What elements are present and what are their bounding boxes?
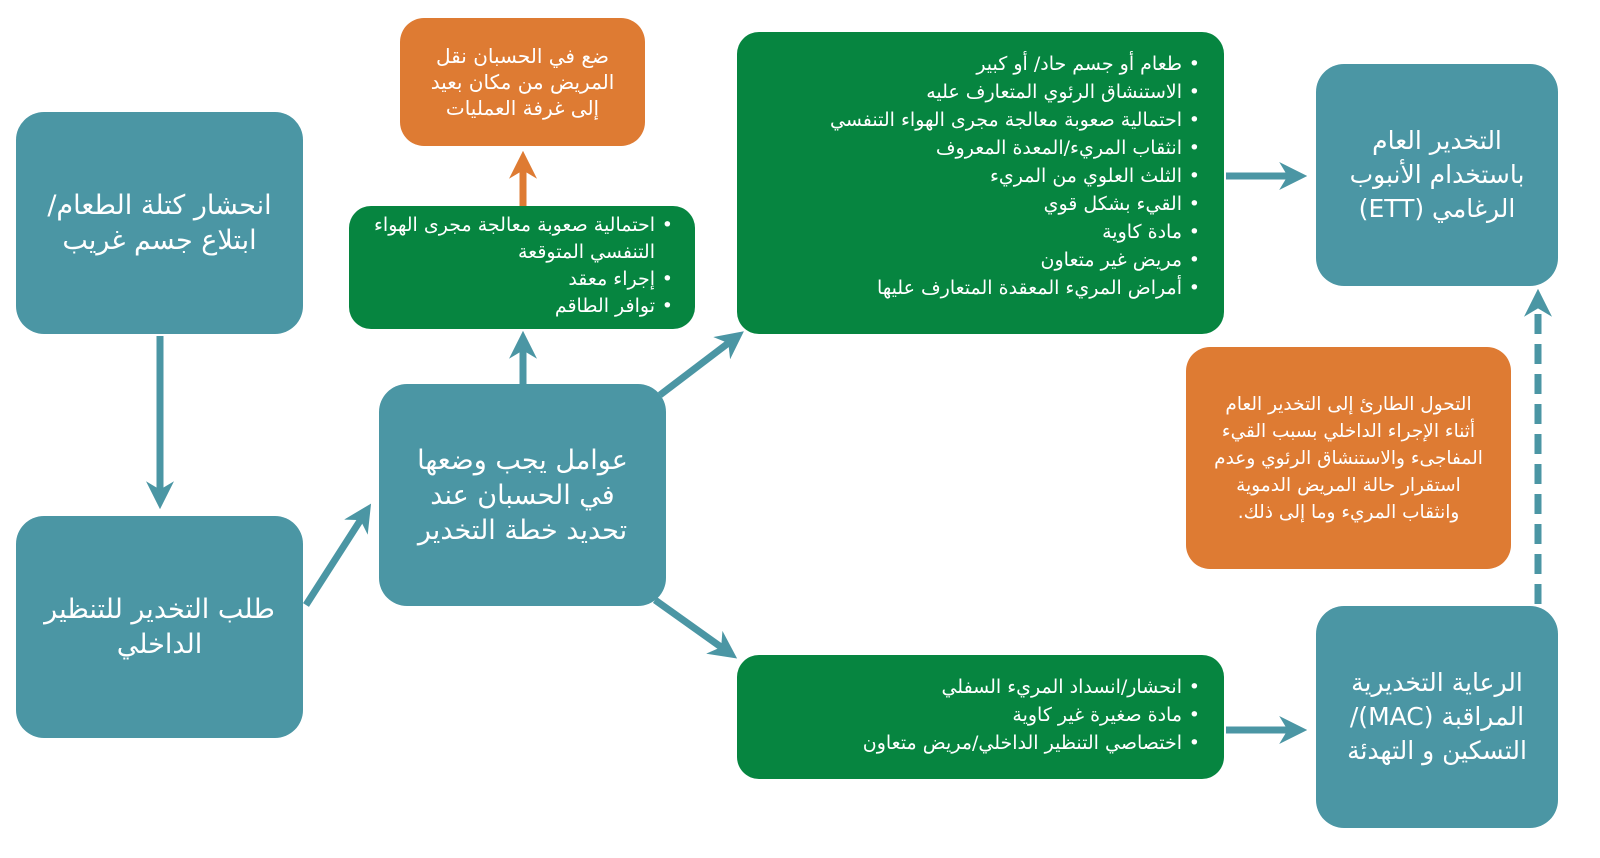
big-green-bullets: طعام أو جسم حاد/ أو كبير الاستنشاق الرئو… [753,50,1202,302]
small-green-item: توافر الطاقم [363,293,675,320]
node-remote-location: ضع في الحسبان نقل المريض من مكان بعيد إل… [400,18,645,146]
big-green-item: الاستنشاق الرئوي المتعارف عليه [753,78,1202,106]
small-green-item: احتمالية صعوبة معالجة مجرى الهواء التنفس… [363,212,675,266]
node-general-ett: التخدير العام باستخدام الأنبوب الرغامي (… [1316,64,1558,286]
node-endoscopy-request: طلب التخدير للتنظير الداخلي [16,516,303,738]
bottom-green-item: انحشار/انسداد المريء السفلي [753,673,1202,701]
node-food-impaction-label: انحشار كتلة الطعام/ابتلاع جسم غريب [47,190,272,256]
big-green-item: القيء بشكل قوي [753,190,1202,218]
node-factors: عوامل يجب وضعها في الحسبان عند تحديد خطة… [379,384,666,606]
node-endoscopy-request-label: طلب التخدير للتنظير الداخلي [44,594,275,660]
node-mac-label: الرعاية التخديرية المراقبة (MAC)/التسكين… [1347,668,1527,765]
bottom-green-bullets: انحشار/انسداد المريء السفلي مادة صغيرة غ… [753,673,1202,757]
big-green-item: الثلث العلوي من المريء [753,162,1202,190]
node-emergency-conversion: التحول الطارئ إلى التخدير العام أثناء ال… [1186,347,1511,569]
arrow-factors-to-bottom-green [652,597,738,659]
arrow-factors-to-big-green [657,331,744,398]
big-green-item: مريض غير متعاون [753,246,1202,274]
node-small-green-list: احتمالية صعوبة معالجة مجرى الهواء التنفس… [349,206,695,329]
node-big-green-list: طعام أو جسم حاد/ أو كبير الاستنشاق الرئو… [737,32,1224,334]
node-general-ett-label: التخدير العام باستخدام الأنبوب الرغامي (… [1349,126,1525,223]
big-green-item: احتمالية صعوبة معالجة مجرى الهواء التنفس… [753,106,1202,134]
node-remote-location-label: ضع في الحسبان نقل المريض من مكان بعيد إل… [430,44,615,120]
node-mac: الرعاية التخديرية المراقبة (MAC)/التسكين… [1316,606,1558,828]
node-bottom-green-list: انحشار/انسداد المريء السفلي مادة صغيرة غ… [737,655,1224,779]
arrow-request-to-factors [303,503,372,607]
bottom-green-item: مادة صغيرة غير كاوية [753,701,1202,729]
node-emergency-conversion-label: التحول الطارئ إلى التخدير العام أثناء ال… [1214,393,1483,523]
big-green-item: طعام أو جسم حاد/ أو كبير [753,50,1202,78]
small-green-item: إجراء معقد [363,266,675,293]
big-green-item: انثقاب المريء/المعدة المعروف [753,134,1202,162]
small-green-bullets: احتمالية صعوبة معالجة مجرى الهواء التنفس… [363,212,675,320]
big-green-item: أمراض المريء المعقدة المتعارف عليها [753,274,1202,302]
bottom-green-item: اختصاصي التنظير الداخلي/مريض متعاون [753,729,1202,757]
node-factors-label: عوامل يجب وضعها في الحسبان عند تحديد خطة… [417,444,628,546]
big-green-item: مادة كاوية [753,218,1202,246]
node-food-impaction: انحشار كتلة الطعام/ابتلاع جسم غريب [16,112,303,334]
